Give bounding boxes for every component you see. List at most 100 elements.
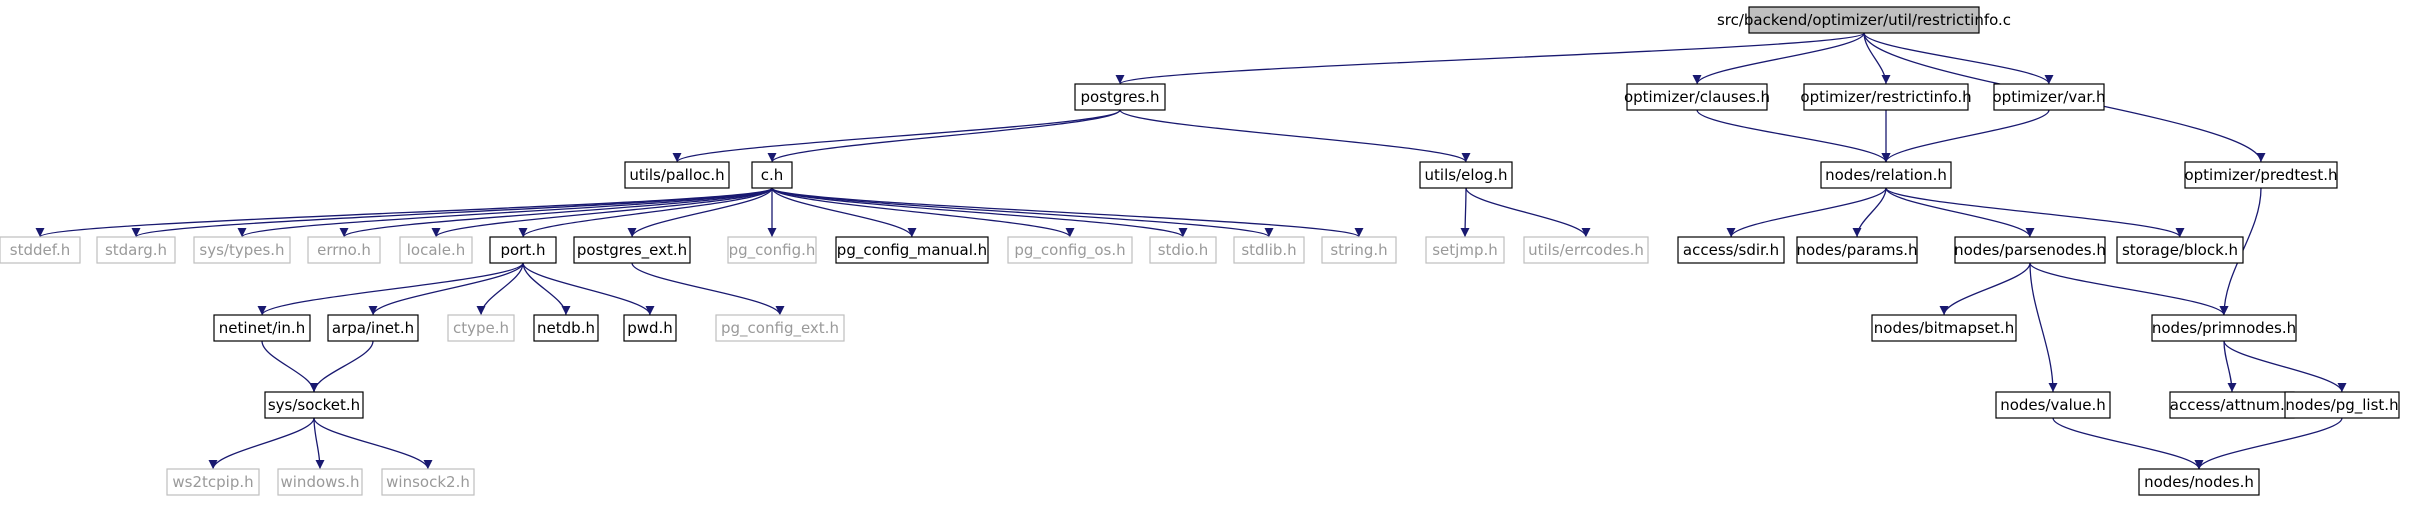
node-label: pg_config_manual.h — [837, 241, 987, 260]
node-optimizer-predtest-h[interactable]: optimizer/predtest.h — [2184, 161, 2338, 189]
node-box — [307, 236, 381, 264]
node-arpa-inet-h[interactable]: arpa/inet.h — [327, 314, 419, 342]
node-pg-config-manual-h[interactable]: pg_config_manual.h — [835, 236, 989, 264]
edge-c-h-to-locale-h — [431, 187, 773, 238]
node-access-attnum-h[interactable]: access/attnum.h — [2169, 391, 2295, 419]
edge-restrictinfo-c-to-postgres-h — [1115, 32, 1865, 85]
node-box — [2151, 314, 2297, 342]
node-box — [1321, 236, 1397, 264]
node-storage-block-h[interactable]: storage/block.h — [2116, 236, 2244, 264]
node-box — [399, 236, 473, 264]
node-pwd-h[interactable]: pwd.h — [623, 314, 677, 342]
node-label: locale.h — [407, 241, 465, 259]
node-postgres-h[interactable]: postgres.h — [1074, 83, 1166, 111]
node-box — [1419, 161, 1513, 189]
node-label: nodes/relation.h — [1825, 166, 1947, 184]
node-nodes-parsenodes-h[interactable]: nodes/parsenodes.h — [1954, 236, 2106, 264]
node-sys-types-h: sys/types.h — [193, 236, 291, 264]
node-box — [1995, 391, 2111, 419]
node-ws2tcpip-h: ws2tcpip.h — [166, 468, 260, 496]
node-label: port.h — [500, 241, 545, 259]
node-label: optimizer/clauses.h — [1624, 88, 1770, 106]
node-netdb-h[interactable]: netdb.h — [533, 314, 599, 342]
node-nodes-relation-h[interactable]: nodes/relation.h — [1820, 161, 1952, 189]
node-box — [2184, 161, 2338, 189]
edge-nodes-parsenodes-h-to-nodes-value-h — [2029, 262, 2058, 393]
edge-postgres-h-to-utils-palloc-h — [672, 109, 1121, 163]
node-box — [96, 236, 176, 264]
node-label: sys/types.h — [199, 241, 284, 259]
node-label: stdarg.h — [105, 241, 167, 259]
node-access-sdir-h[interactable]: access/sdir.h — [1677, 236, 1785, 264]
edge-nodes-relation-h-to-access-sdir-h — [1726, 187, 1887, 238]
edge-sys-socket-h-to-ws2tcpip-h — [208, 417, 315, 470]
node-utils-elog-h[interactable]: utils/elog.h — [1419, 161, 1513, 189]
node-box — [213, 314, 311, 342]
edge-restrictinfo-c-to-optimizer-clauses-h — [1692, 32, 1865, 85]
node-label: string.h — [1330, 241, 1387, 259]
node-stddef-h: stddef.h — [0, 236, 81, 264]
edge-c-h-to-stdlib-h — [771, 187, 1274, 238]
node-box — [489, 236, 557, 264]
node-optimizer-clauses-h[interactable]: optimizer/clauses.h — [1624, 83, 1770, 111]
edge-port-h-to-netdb-h — [522, 262, 571, 316]
node-sys-socket-h[interactable]: sys/socket.h — [264, 391, 364, 419]
node-utils-palloc-h[interactable]: utils/palloc.h — [624, 161, 730, 189]
edge-nodes-relation-h-to-nodes-params-h — [1852, 187, 1887, 238]
node-nodes-value-h[interactable]: nodes/value.h — [1995, 391, 2111, 419]
edge-c-h-to-pg-config-os-h — [771, 187, 1075, 238]
edge-restrictinfo-c-to-optimizer-var-h — [1863, 32, 2054, 85]
edge-port-h-to-pwd-h — [522, 262, 655, 316]
node-pg-config-os-h: pg_config_os.h — [1007, 236, 1133, 264]
node-box — [727, 236, 817, 264]
node-box — [264, 391, 364, 419]
edge-sys-socket-h-to-winsock2-h — [313, 417, 433, 470]
node-box — [1007, 236, 1133, 264]
edge-c-h-to-errno-h — [339, 187, 773, 238]
edge-netinet-in-h-to-sys-socket-h — [261, 340, 319, 393]
node-c-h[interactable]: c.h — [751, 161, 793, 189]
node-box — [1523, 236, 1649, 264]
node-setjmp-h: setjmp.h — [1425, 236, 1505, 264]
node-nodes-bitmapset-h[interactable]: nodes/bitmapset.h — [1871, 314, 2017, 342]
edge-nodes-parsenodes-h-to-nodes-primnodes-h — [2029, 262, 2229, 316]
node-label: utils/errcodes.h — [1528, 241, 1644, 259]
node-box — [624, 161, 730, 189]
edge-c-h-to-stddef-h — [35, 187, 773, 238]
node-port-h[interactable]: port.h — [489, 236, 557, 264]
node-nodes-primnodes-h[interactable]: nodes/primnodes.h — [2151, 314, 2297, 342]
node-nodes-nodes-h[interactable]: nodes/nodes.h — [2138, 468, 2260, 496]
edge-c-h-to-port-h — [518, 187, 773, 238]
edge-optimizer-var-h-to-nodes-relation-h — [1881, 109, 2050, 163]
edge-c-h-to-string-h — [771, 187, 1364, 238]
node-box — [1074, 83, 1166, 111]
edge-nodes-parsenodes-h-to-nodes-bitmapset-h — [1939, 262, 2031, 316]
node-label: access/attnum.h — [2170, 396, 2294, 414]
node-utils-errcodes-h: utils/errcodes.h — [1523, 236, 1649, 264]
node-box — [1149, 236, 1217, 264]
edge-c-h-to-pg-config-manual-h — [771, 187, 917, 238]
node-label: winsock2.h — [386, 473, 470, 491]
node-label: src/backend/optimizer/util/restrictinfo.… — [1717, 11, 2011, 29]
node-box — [381, 468, 475, 496]
node-box — [277, 468, 363, 496]
node-box — [2116, 236, 2244, 264]
edge-postgres-ext-h-to-pg-config-ext-h — [631, 262, 785, 316]
node-box — [715, 314, 845, 342]
node-restrictinfo-c[interactable]: src/backend/optimizer/util/restrictinfo.… — [1717, 6, 2011, 34]
node-nodes-pg-list-h[interactable]: nodes/pg_list.h — [2284, 391, 2400, 419]
node-windows-h: windows.h — [277, 468, 363, 496]
node-optimizer-var-h[interactable]: optimizer/var.h — [1993, 83, 2106, 111]
node-postgres-ext-h[interactable]: postgres_ext.h — [573, 236, 691, 264]
node-box — [1677, 236, 1785, 264]
node-label: nodes/primnodes.h — [2152, 319, 2296, 337]
node-optimizer-restrictinfo-h[interactable]: optimizer/restrictinfo.h — [1800, 83, 1972, 111]
node-netinet-in-h[interactable]: netinet/in.h — [213, 314, 311, 342]
node-box — [327, 314, 419, 342]
edge-nodes-relation-h-to-storage-block-h — [1885, 187, 2185, 238]
node-box — [0, 236, 81, 264]
node-box — [1748, 6, 1980, 34]
node-label: pg_config_os.h — [1014, 241, 1125, 260]
node-nodes-params-h[interactable]: nodes/params.h — [1796, 236, 1918, 264]
node-ctype-h: ctype.h — [447, 314, 515, 342]
